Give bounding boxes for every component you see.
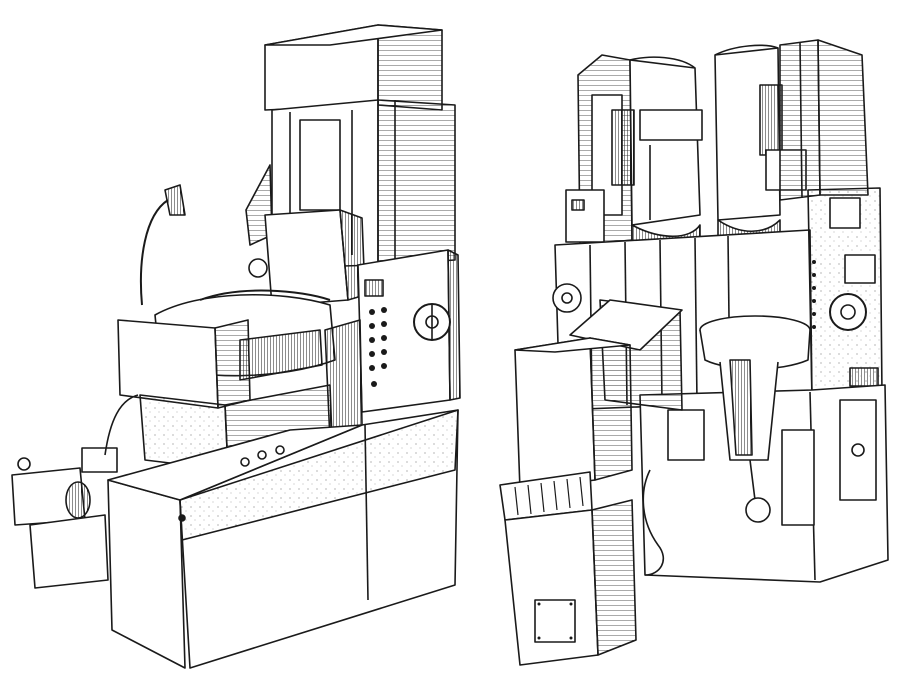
machine-base (108, 410, 458, 668)
front-unit (500, 338, 636, 665)
side-panel (808, 188, 882, 400)
lamp (141, 185, 185, 305)
right-column (780, 40, 868, 200)
control-panel (358, 250, 460, 412)
front-housing (118, 320, 362, 470)
grinding-machine-left-icon (12, 25, 460, 668)
grinding-machine-right-icon (500, 40, 888, 665)
lower-cabinet (640, 385, 888, 582)
work-table (700, 316, 810, 522)
left-spindle-column (566, 55, 632, 245)
pump-unit (12, 395, 138, 588)
